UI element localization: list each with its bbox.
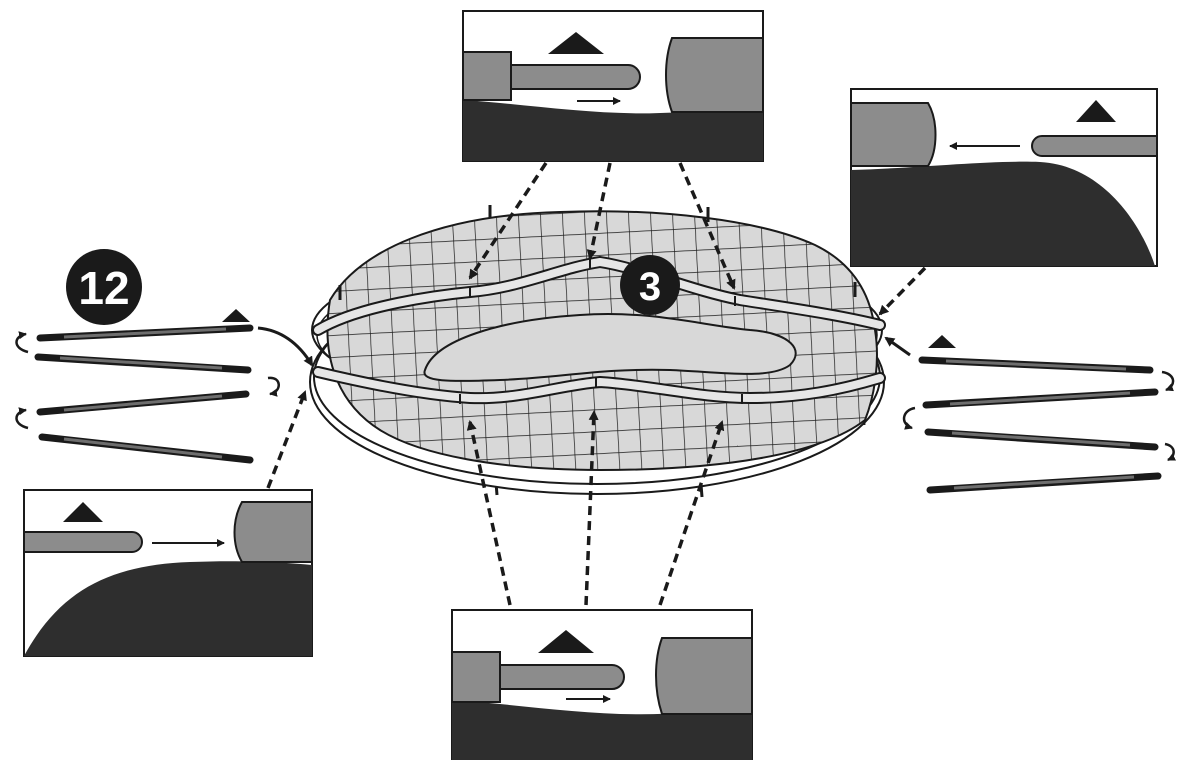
- triangle-marker-icon: [538, 630, 594, 653]
- rotate-arrow-icon: [15, 407, 29, 430]
- triangle-marker-icon: [548, 32, 604, 54]
- dashed-pointer-arrow: [266, 390, 307, 489]
- dashed-pointer-arrow: [678, 162, 736, 290]
- trampoline-center-pad: [423, 312, 797, 382]
- step-3-number: 3: [639, 265, 661, 309]
- insertion-arrow-icon: [884, 336, 911, 357]
- right-rods: [884, 335, 1177, 494]
- step-3-badge: 3: [620, 255, 680, 315]
- triangle-marker-icon: [1076, 100, 1116, 122]
- rotate-arrow-icon: [15, 331, 29, 354]
- detail-box-left: [23, 489, 313, 657]
- triangle-marker-icon: [222, 309, 250, 322]
- dashed-pointer-arrow: [584, 410, 599, 606]
- dashed-pointer-arrow: [468, 162, 548, 280]
- detail-box-top: [462, 10, 764, 162]
- rotate-arrow-icon: [902, 406, 916, 430]
- triangle-marker-icon: [928, 335, 956, 348]
- detail-box-right: [850, 88, 1158, 267]
- insertion-arrow-icon: [257, 326, 314, 367]
- dashed-pointer-arrow: [878, 266, 927, 316]
- step-12-number: 12: [78, 262, 129, 314]
- dashed-pointer-arrow: [466, 420, 512, 606]
- frame-rails: [312, 205, 886, 405]
- dashed-pointer-arrow: [658, 420, 725, 606]
- dashed-pointer-arrow: [586, 162, 612, 260]
- rotate-arrow-icon: [1161, 370, 1175, 392]
- step-12-badge: 12: [66, 249, 142, 325]
- rotate-arrow-icon: [267, 376, 280, 397]
- detail-box-bottom: [451, 609, 753, 760]
- left-rods: [15, 309, 314, 464]
- triangle-marker-icon: [63, 502, 103, 522]
- dashed-pointer-arrows: [266, 162, 927, 606]
- rotate-arrow-icon: [1164, 442, 1177, 462]
